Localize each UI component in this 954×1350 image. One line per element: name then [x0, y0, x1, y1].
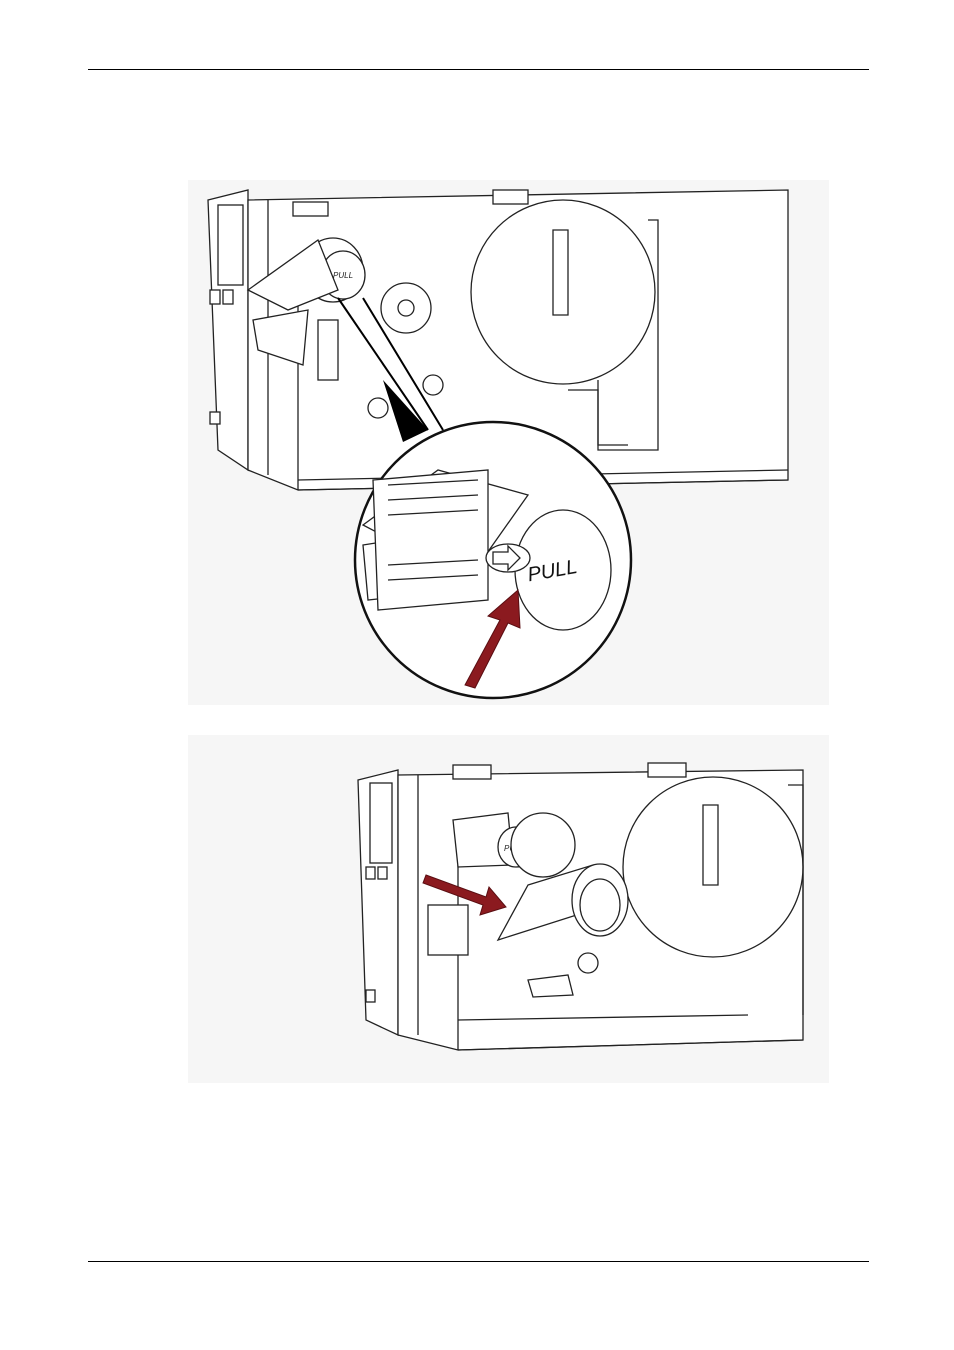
callout-magnifier: PULL: [355, 422, 631, 698]
printer-drawing-1: PULL: [188, 180, 829, 705]
header-rule: [88, 69, 869, 70]
printer-drawing-2: PULL: [188, 735, 829, 1083]
knob-label-small: PULL: [333, 271, 353, 280]
printer-illustration-ribbon-feed: PULL: [188, 735, 829, 1083]
printer-illustration-pull-knob: PULL: [188, 180, 829, 705]
footer-rule: [88, 1261, 869, 1262]
